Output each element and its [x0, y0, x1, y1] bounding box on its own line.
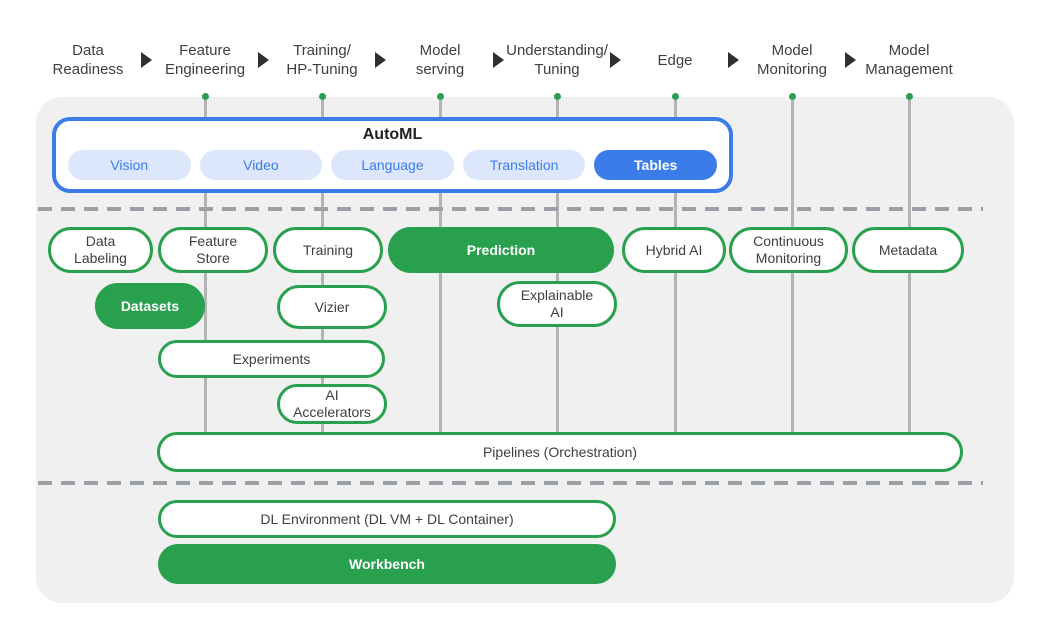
stage-dot-icon: [436, 93, 444, 100]
pill-experiments: Experiments: [158, 340, 385, 378]
stage-feature-engineering: Feature Engineering: [164, 42, 246, 78]
pill-vizier: Vizier: [277, 285, 387, 329]
tab-translation[interactable]: Translation: [462, 150, 586, 180]
pill-training: Training: [273, 227, 383, 273]
pill-datasets: Datasets: [95, 283, 205, 329]
tab-tables[interactable]: Tables: [594, 150, 717, 180]
stage-model-management: Model Management: [865, 42, 953, 78]
pill-pipelines: Pipelines (Orchestration): [157, 432, 963, 472]
pill-prediction: Prediction: [388, 227, 614, 273]
stage-dot-icon: [788, 93, 796, 100]
stage-dot-icon: [553, 93, 561, 100]
arrow-right-icon: [728, 52, 739, 68]
automl-tabs: Vision Video Language Translation Tables: [56, 144, 729, 180]
arrow-right-icon: [375, 52, 386, 68]
arrow-right-icon: [141, 52, 152, 68]
stage-dot-icon: [201, 93, 209, 100]
automl-group-box: AutoML Vision Video Language Translation…: [52, 117, 733, 193]
stage-dot-icon: [318, 93, 326, 100]
stage-training-hp-tuning: Training/ HP-Tuning: [286, 42, 358, 78]
dashed-separator-bottom: [38, 481, 983, 485]
stage-dot-icon: [905, 93, 913, 100]
arrow-right-icon: [610, 52, 621, 68]
stage-edge: Edge: [657, 51, 693, 69]
pill-hybrid-ai: Hybrid AI: [622, 227, 726, 273]
pill-workbench: Workbench: [158, 544, 616, 584]
pill-metadata: Metadata: [852, 227, 964, 273]
dashed-separator-top: [38, 207, 983, 211]
automl-title: AutoML: [362, 126, 423, 143]
pill-explainable-ai: Explainable AI: [497, 281, 617, 327]
pill-ai-accelerators: AI Accelerators: [277, 384, 387, 424]
tab-vision[interactable]: Vision: [68, 150, 191, 180]
tab-language[interactable]: Language: [331, 150, 454, 180]
stage-data-readiness: Data Readiness: [52, 42, 124, 78]
stage-model-serving: Model serving: [415, 42, 465, 78]
pill-data-labeling: Data Labeling: [48, 227, 153, 273]
pill-feature-store: Feature Store: [158, 227, 268, 273]
arrow-right-icon: [493, 52, 504, 68]
pill-dl-environment: DL Environment (DL VM + DL Container): [158, 500, 616, 538]
stage-model-monitoring: Model Monitoring: [756, 42, 828, 78]
arrow-right-icon: [258, 52, 269, 68]
stage-dot-icon: [671, 93, 679, 100]
pill-continuous-monitoring: Continuous Monitoring: [729, 227, 848, 273]
stage-understanding-tuning: Understanding/ Tuning: [506, 42, 608, 78]
arrow-right-icon: [845, 52, 856, 68]
tab-video[interactable]: Video: [199, 150, 323, 180]
